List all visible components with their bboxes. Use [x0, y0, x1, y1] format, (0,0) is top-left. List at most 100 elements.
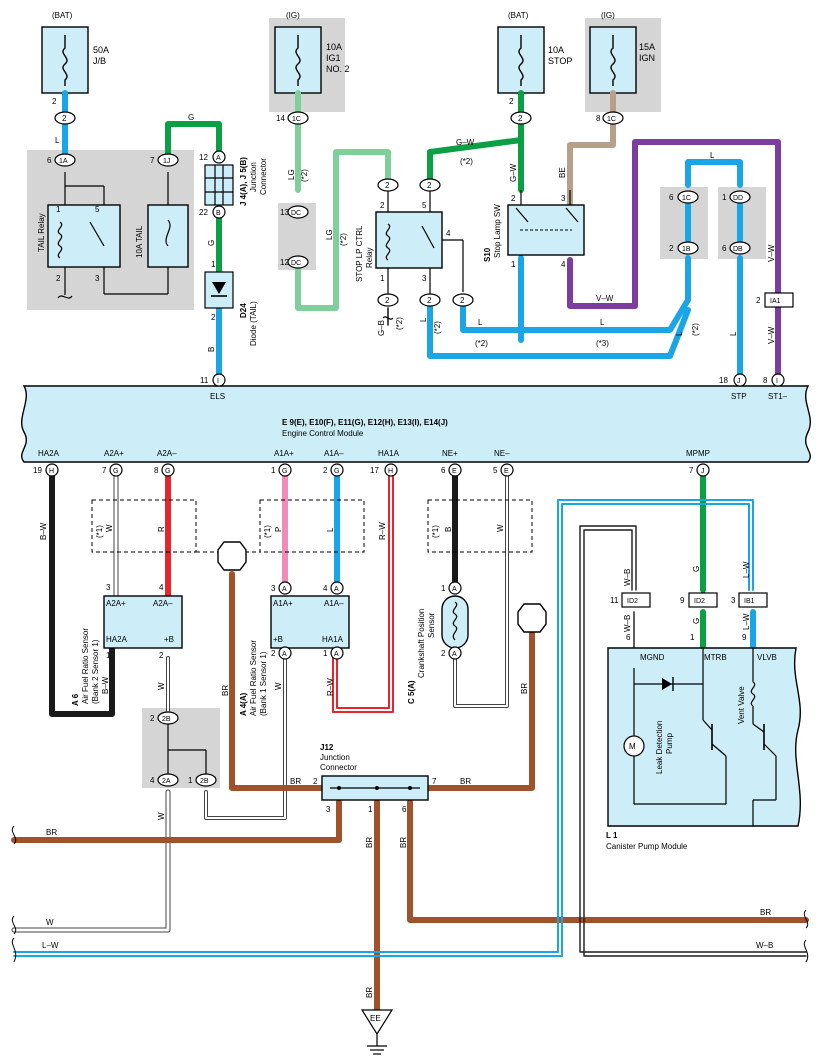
connector-label: IA1	[770, 298, 781, 305]
shield-splices	[217, 541, 547, 633]
ecm-pin-label: HA2A	[38, 449, 60, 458]
pin-number: 1	[380, 274, 385, 283]
pin-number: 11	[610, 596, 619, 605]
wire-label: BR	[46, 828, 57, 837]
pin-number: 1	[368, 805, 373, 814]
diode-d24: 1 2 D24 Diode (TAIL) B	[204, 260, 258, 352]
bottom-bus-labels: BR W L–W BR W–B	[11, 825, 809, 963]
pin-number: 2	[511, 194, 516, 203]
pin-number: 9	[680, 596, 685, 605]
ecm-pin-label: NE–	[494, 449, 510, 458]
pin-number: 5	[422, 201, 427, 210]
wire-label: L	[419, 317, 428, 322]
connector-label: 2	[385, 181, 390, 190]
connector-label: 1J	[163, 158, 170, 165]
connector-label: 2	[460, 296, 465, 305]
connector-label: A	[452, 586, 457, 593]
connector-label: B	[216, 210, 221, 217]
component-id: A 4(A)	[239, 692, 248, 716]
engine-control-module: E 9(E), E10(F), E11(G), E12(H), E13(I), …	[21, 373, 811, 463]
pin-number: 12	[280, 258, 289, 267]
note-label: (*2)	[433, 321, 442, 334]
pin-number: 4	[446, 229, 451, 238]
pin-number: 2	[669, 244, 674, 253]
component-name: Connector	[320, 763, 357, 772]
note-label: (*1)	[263, 525, 272, 538]
ground-label: EE	[370, 1014, 381, 1023]
fuse-name: J/B	[93, 56, 106, 66]
pin-number: 6	[441, 466, 446, 475]
stop-lamp-switch: 2 3 1 4 S10 Stop Lamp SW G–W BE V–W	[483, 163, 614, 303]
wire-label: G	[692, 566, 701, 572]
upper-wires	[62, 90, 781, 381]
pin-label: A2A–	[153, 599, 173, 608]
wire-label: BR	[460, 777, 471, 786]
wire-label: W–B	[756, 941, 773, 950]
ecm-pin-label: STP	[731, 392, 747, 401]
wire-label: BR	[221, 685, 230, 696]
component-name: Sensor	[427, 612, 436, 638]
connector-label: A	[334, 651, 339, 658]
wire-label: LG	[325, 229, 334, 240]
connector-label: G	[334, 468, 339, 475]
pin-number: 6	[47, 156, 52, 165]
wire-label: BR	[365, 837, 374, 848]
connector-label: G	[282, 468, 287, 475]
component-name: Connector	[259, 158, 268, 195]
connector-label: 2	[385, 296, 390, 305]
wire-label: L	[710, 151, 715, 160]
pin-number: 1	[323, 649, 328, 658]
pin-label: MGND	[640, 653, 665, 662]
connector-label: DD	[733, 195, 743, 202]
pin-number: 8	[763, 376, 768, 385]
motor-symbol: M	[629, 742, 636, 751]
connector-label: IB1	[744, 598, 755, 605]
pin-number: 1	[211, 260, 216, 269]
wire-label: B–W	[101, 676, 110, 694]
wire-label: LG	[287, 169, 296, 180]
connector-label: 2A	[162, 778, 171, 785]
wire-label: W	[105, 524, 114, 532]
pin-number: 2	[756, 296, 761, 305]
wire-label: W–B	[623, 615, 632, 632]
component-name: Air Fuel Ratio Sensor	[249, 640, 258, 716]
pin-label: HA2A	[106, 635, 128, 644]
fuse-source-label: (BAT)	[52, 11, 73, 20]
pin-number: 2	[313, 777, 318, 786]
component-name: Canister Pump Module	[606, 842, 688, 851]
wire-label: B	[444, 527, 453, 532]
wire-label: R	[157, 526, 166, 532]
connector-label: I	[217, 378, 219, 385]
note-label: (*2)	[300, 169, 309, 182]
connector-label: 2B	[200, 778, 209, 785]
pin-number: 6	[669, 193, 674, 202]
wire-label: L–W	[742, 561, 751, 578]
lower-wires	[11, 473, 809, 1013]
pin-number: 2	[52, 97, 57, 106]
pin-number: 8	[596, 114, 601, 123]
connector-label: 2	[427, 296, 432, 305]
component-name: Junction	[320, 753, 350, 762]
connector-ovals: 2 2 1A 6 1J 7 1C 14 2 2 1C 8	[47, 97, 624, 167]
pin-label: MTRB	[704, 653, 727, 662]
pin-number: 3	[561, 194, 566, 203]
connector-label: A	[282, 651, 287, 658]
connector-label: ID2	[694, 598, 705, 605]
pin-number: 22	[199, 208, 208, 217]
junction-j12: J12 Junction Connector 2 3 1 6 7 BR BR B…	[290, 743, 471, 998]
pin-number: 8	[154, 466, 159, 475]
pin-number: 2	[211, 313, 216, 322]
connector-label: A	[282, 586, 287, 593]
component-id: D24	[239, 303, 248, 318]
pin-number: 2	[509, 97, 514, 106]
relay-label: Relay	[365, 248, 374, 268]
fuse-10a-stop: (BAT) 10A STOP	[497, 11, 572, 94]
wire-label: V–W	[767, 326, 776, 344]
pin-number: 4	[150, 776, 155, 785]
wire-label: L	[478, 318, 483, 327]
note-label: (*2)	[460, 157, 473, 166]
pin-number: 6	[402, 805, 407, 814]
connector-label: H	[49, 468, 54, 475]
fuse-name: IGN	[639, 53, 655, 63]
